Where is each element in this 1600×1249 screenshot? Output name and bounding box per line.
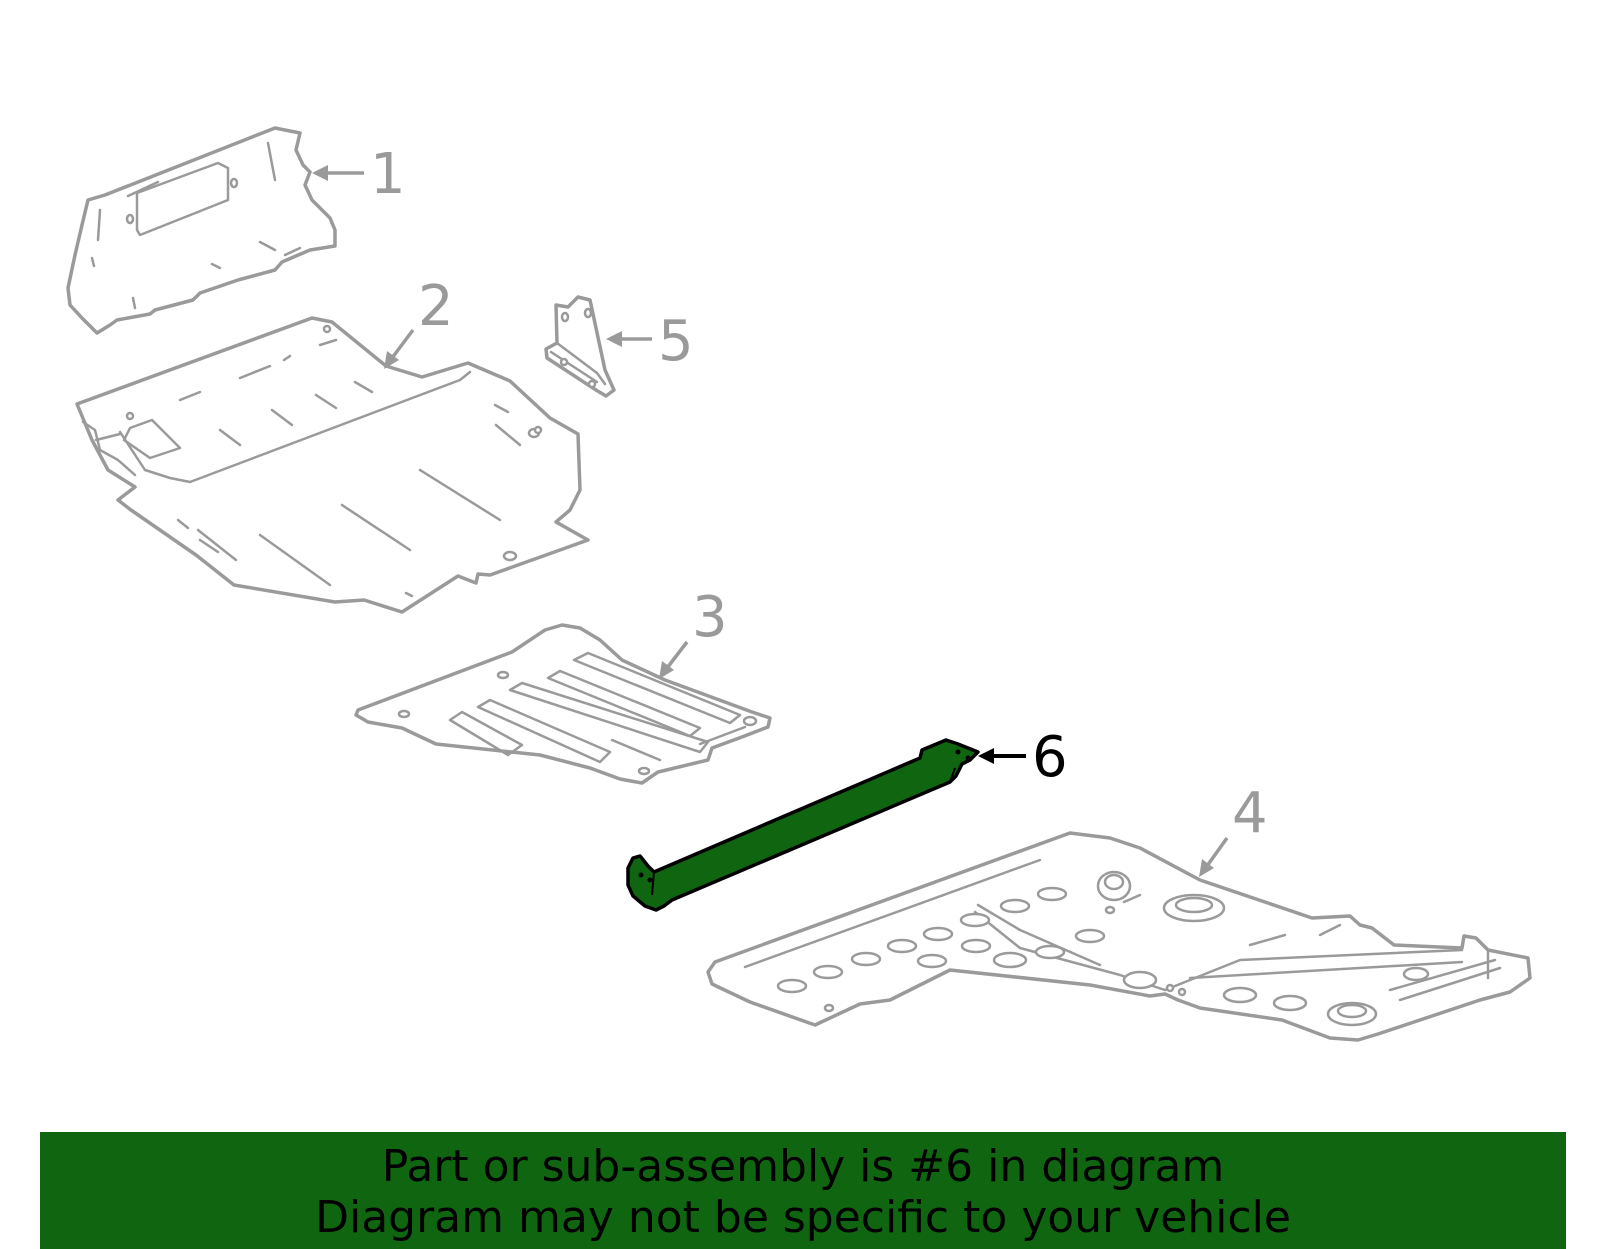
part-6-bracket-highlighted (626, 738, 980, 912)
callout-3-label: 3 (692, 585, 728, 650)
part-1-shield (66, 126, 337, 335)
callout-2: 2 (384, 274, 454, 369)
callout-1: 1 (312, 142, 406, 207)
callout-1-label: 1 (370, 142, 406, 207)
banner-line-1: Part or sub-assembly is #6 in diagram (381, 1141, 1225, 1192)
part-2-skid-plate (75, 316, 590, 614)
callout-5-label: 5 (658, 309, 694, 374)
part-5-bracket (544, 295, 616, 398)
callout-5: 5 (606, 309, 694, 374)
info-banner: Part or sub-assembly is #6 in diagram Di… (40, 1132, 1566, 1249)
callout-4: 4 (1199, 781, 1268, 877)
callout-2-label: 2 (418, 274, 454, 339)
part-3-skid-plate (354, 623, 772, 785)
callout-6-label: 6 (1032, 725, 1068, 790)
callout-4-label: 4 (1232, 781, 1268, 846)
callout-6: 6 (978, 725, 1068, 790)
part-4-skid-plate (706, 831, 1532, 1042)
banner-line-2: Diagram may not be specific to your vehi… (315, 1192, 1291, 1243)
callout-3: 3 (659, 585, 728, 679)
